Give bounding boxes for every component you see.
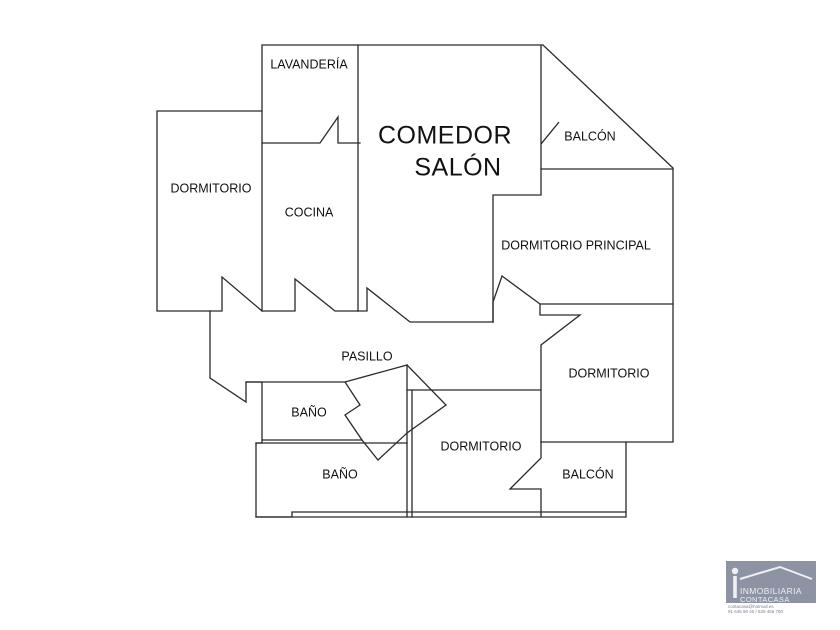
- logo-line-2: CONTACASA: [740, 595, 790, 604]
- room-label-lavanderia: LAVANDERÍA: [270, 56, 348, 71]
- room-label-balcon-bottom: BALCÓN: [562, 466, 613, 481]
- room-label-dormitorio-left: DORMITORIO: [170, 181, 251, 195]
- room-label-pasillo: PASILLO: [341, 349, 392, 363]
- company-logo: INMOBILIARIA CONTACASA contacasa@hotmail…: [726, 561, 816, 614]
- room-label-dormitorio-right: DORMITORIO: [568, 366, 649, 380]
- room-label-comedor: COMEDOR: [378, 122, 512, 150]
- room-label-bano-lower: BAÑO: [322, 467, 358, 481]
- house-logo-icon: [731, 565, 813, 598]
- logo-line-1: INMOBILIARIA: [740, 586, 802, 596]
- logo-phones: 91 645 90 40 / 629 456 790: [728, 609, 784, 614]
- room-label-salon: SALÓN: [414, 153, 501, 182]
- room-label-dormitorio-principal: DORMITORIO PRINCIPAL: [501, 238, 651, 252]
- room-label-cocina: COCINA: [285, 205, 334, 219]
- room-label-dormitorio-bottom: DORMITORIO: [440, 439, 521, 453]
- logo-box: INMOBILIARIA CONTACASA: [726, 561, 816, 604]
- room-label-bano-upper: BAÑO: [291, 405, 327, 419]
- floor-plan-walls: [156, 44, 674, 518]
- room-label-balcon-top: BALCÓN: [564, 128, 615, 143]
- logo-email: contacasa@hotmail.es: [728, 604, 774, 609]
